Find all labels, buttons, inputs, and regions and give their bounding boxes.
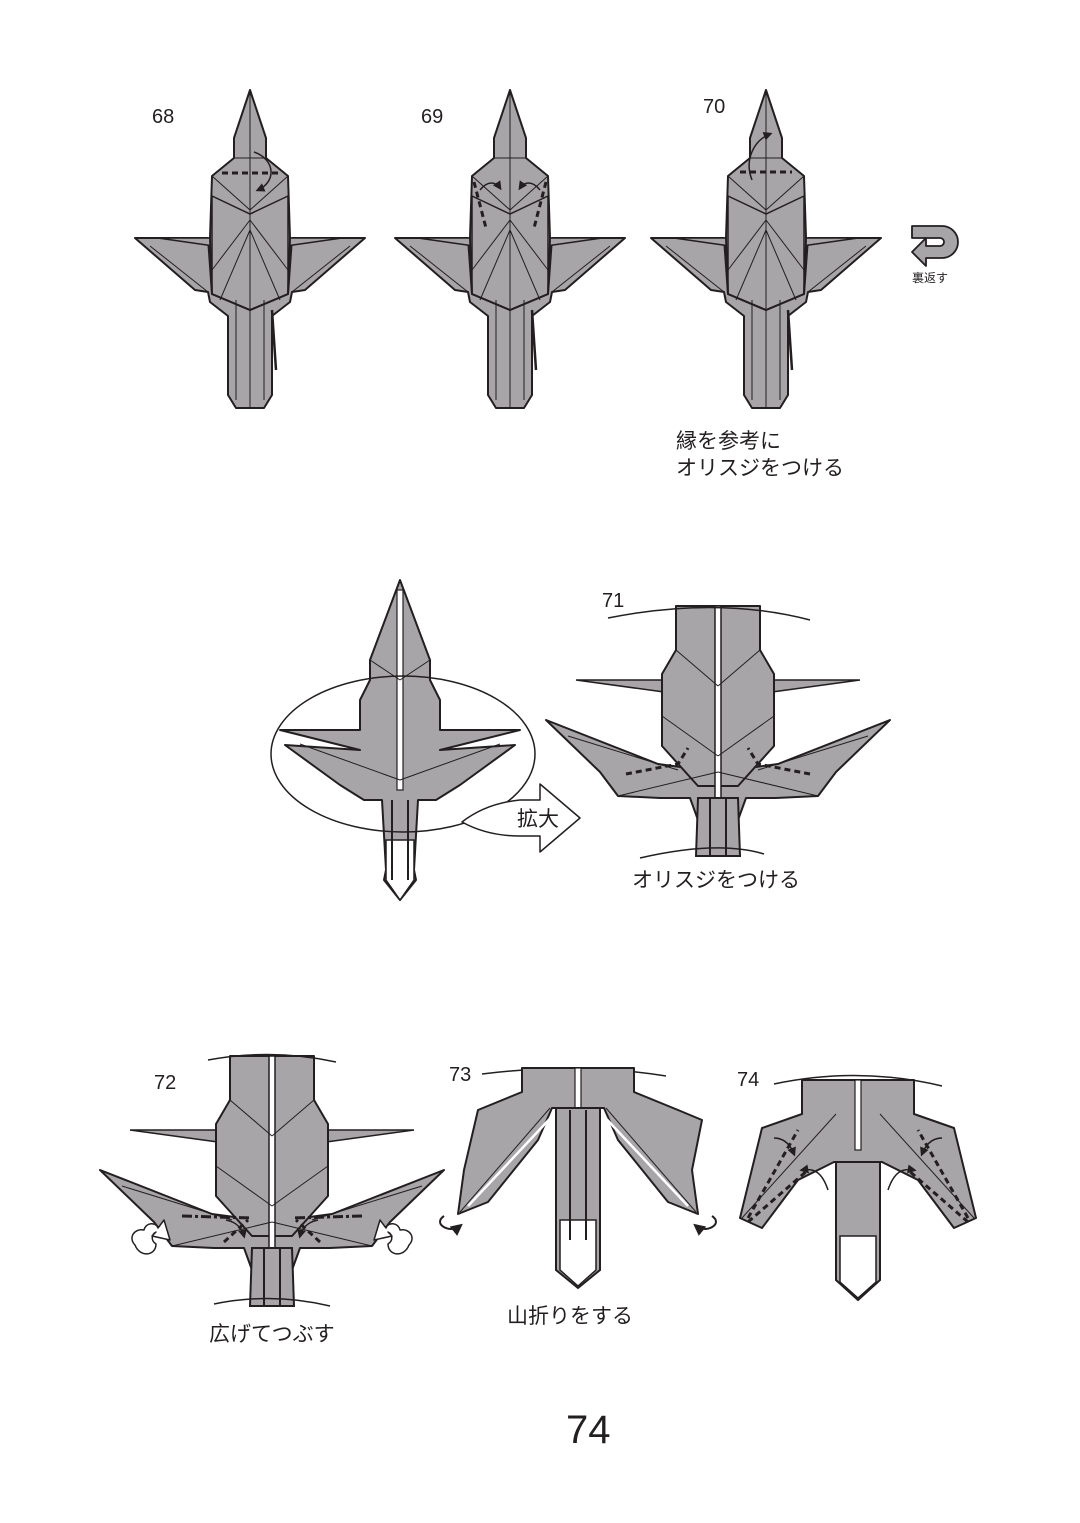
step-72-caption: 広げてつぶす [209, 1322, 335, 1346]
step-72-number: 72 [154, 1072, 177, 1094]
overview-figure [270, 579, 536, 902]
step-74-number: 74 [737, 1069, 760, 1091]
step-70-number: 70 [703, 96, 726, 118]
step-70-figure [649, 88, 883, 410]
step-73-number: 73 [449, 1064, 472, 1086]
step-69-number: 69 [421, 106, 444, 128]
step-72-figure [99, 1053, 445, 1307]
step-71-caption: オリスジをつける [632, 868, 800, 892]
open-arrow-left-icon [131, 1219, 171, 1255]
step-74-figure [739, 1074, 977, 1302]
enlarge-arrow-icon [461, 783, 581, 853]
open-arrow-right-icon [373, 1219, 413, 1255]
step-73-caption: 山折りをする [507, 1304, 633, 1328]
step-70-caption-line1: 縁を参考に [676, 429, 781, 453]
step-71-figure [545, 605, 891, 859]
step-71-number: 71 [602, 590, 625, 612]
enlarge-label: 拡大 [517, 807, 559, 831]
turn-over-icon [911, 225, 959, 267]
step-68-figure [133, 88, 367, 410]
step-69-figure [393, 88, 627, 410]
step-70-caption-line2: オリスジをつける [676, 456, 844, 480]
step-68-number: 68 [152, 106, 175, 128]
turn-over-label: 裏返す [912, 271, 949, 285]
step-73-figure [439, 1067, 717, 1290]
page-number: 74 [566, 1408, 611, 1452]
